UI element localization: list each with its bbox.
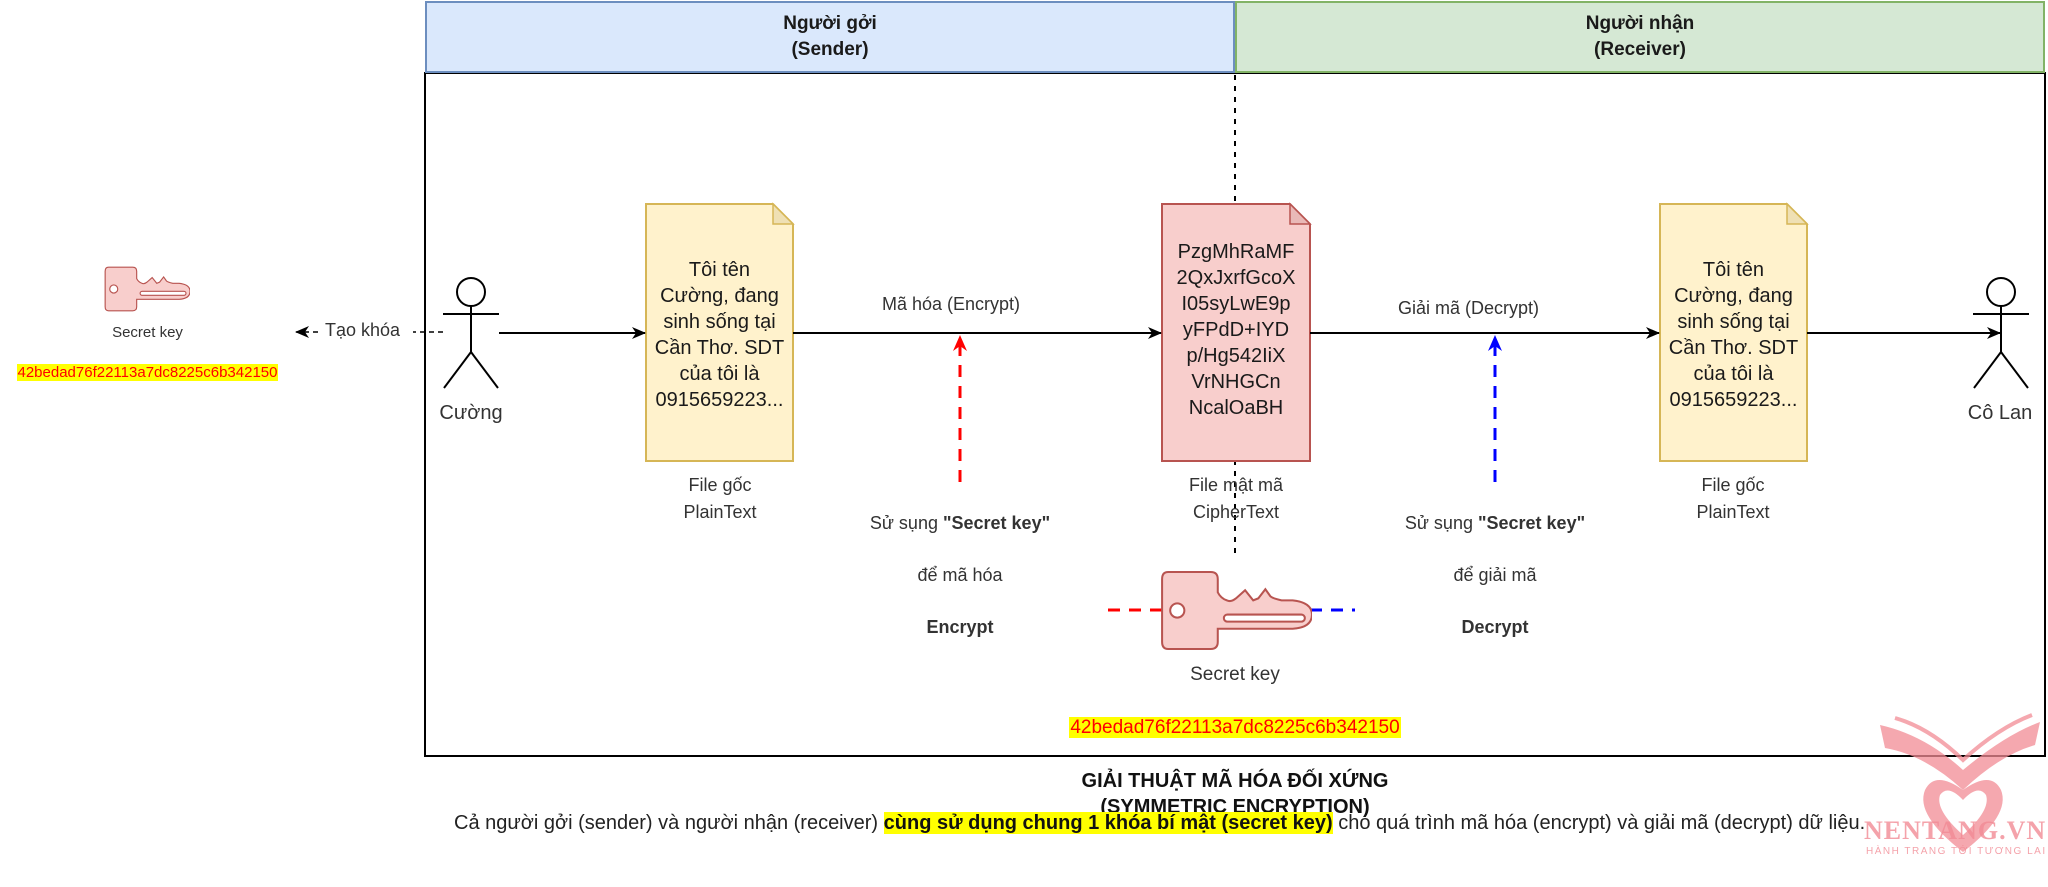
pool-border xyxy=(424,72,2046,757)
left-secret-key-icon xyxy=(104,266,190,312)
sender-lane-subtitle: (Sender) xyxy=(791,39,869,60)
decrypt-note-prefix: Sử sụng xyxy=(1404,513,1478,533)
ciphertext-content: PzgMhRaMF 2QxJxrfGcoX I05syLwE9p yFPdD+I… xyxy=(1176,241,1296,419)
footer-text-after: cho quá trình mã hóa (encrypt) và giải m… xyxy=(1332,812,1866,834)
decrypt-note-line2: để giải mã xyxy=(1453,565,1537,585)
plaintext-caption-type: PlainText xyxy=(683,502,757,522)
encrypt-note-prefix: Sử sụng xyxy=(869,513,943,533)
receiver-lane-title: Người nhận xyxy=(1585,13,1695,34)
receiver-actor-icon xyxy=(1973,277,2029,389)
footer-text-highlight: cùng sử dụng chung 1 khóa bí mật (secret… xyxy=(883,812,1333,834)
encrypt-note-key: "Secret key" xyxy=(942,513,1051,533)
ciphertext-caption-title: File mật mã xyxy=(1188,475,1284,495)
receiver-name: Cô Lan xyxy=(1967,402,2033,424)
encrypt-note: Sử sụng "Secret key" để mã hóa Encrypt xyxy=(820,484,1100,640)
sender-actor-icon xyxy=(443,277,499,389)
decrypt-note-line3: Decrypt xyxy=(1461,617,1529,637)
sender-name: Cường xyxy=(439,402,503,424)
watermark-brand: NENTANG.VN xyxy=(1864,816,2047,845)
receiver-lane-subtitle: (Receiver) xyxy=(1594,39,1686,60)
footer-description: Cả người gởi (sender) và người nhận (rec… xyxy=(454,812,1865,835)
generate-key-label: Tạo khóa xyxy=(325,320,401,341)
footer-text-before: Cả người gởi (sender) và người nhận (rec… xyxy=(454,812,884,834)
plaintext-caption-title: File gốc xyxy=(688,475,752,495)
watermark-tagline: HÀNH TRANG TỚI TƯƠNG LAI xyxy=(1866,846,2047,857)
left-key-value: 42bedad76f22113a7dc8225c6b342150 xyxy=(16,364,279,381)
decrypt-note-key: "Secret key" xyxy=(1477,513,1586,533)
shared-key-label: Secret key xyxy=(1190,664,1280,685)
ciphertext-document-icon xyxy=(1161,203,1311,462)
diagram-title: GIẢI THUẬT MÃ HÓA ĐỐI XỨNG xyxy=(1081,770,1389,792)
left-key-value-wrap: 42bedad76f22113a7dc8225c6b342150 xyxy=(0,343,295,383)
plaintext-content: Tôi tên Cường, đang sinh sống tại Cần Th… xyxy=(654,259,785,411)
decrypt-note: Sử sụng "Secret key" để giải mã Decrypt xyxy=(1355,484,1635,640)
shared-key-value-wrap: 42bedad76f22113a7dc8225c6b342150 xyxy=(985,689,1485,741)
encrypt-note-line3: Encrypt xyxy=(926,617,994,637)
sender-lane-header: Người gởi (Sender) xyxy=(425,1,1235,73)
received-caption-type: PlainText xyxy=(1696,502,1770,522)
encrypt-note-line2: để mã hóa xyxy=(917,565,1003,585)
encrypt-edge-label: Mã hóa (Encrypt) xyxy=(882,294,1021,315)
left-key-label: Secret key xyxy=(112,324,183,341)
sender-lane-title: Người gởi xyxy=(783,13,877,34)
shared-secret-key-icon xyxy=(1161,571,1312,650)
ciphertext-caption-type: CipherText xyxy=(1192,502,1280,522)
received-caption-title: File gốc xyxy=(1701,475,1765,495)
nentang-logo-icon xyxy=(1880,713,2040,852)
receiver-lane-header: Người nhận (Receiver) xyxy=(1235,1,2045,73)
received-content: Tôi tên Cường, đang sinh sống tại Cần Th… xyxy=(1668,259,1799,411)
shared-key-value: 42bedad76f22113a7dc8225c6b342150 xyxy=(1069,717,1401,738)
plaintext-document-icon xyxy=(645,203,794,462)
received-document-icon xyxy=(1659,203,1808,462)
decrypt-edge-label: Giải mã (Decrypt) xyxy=(1398,298,1540,319)
